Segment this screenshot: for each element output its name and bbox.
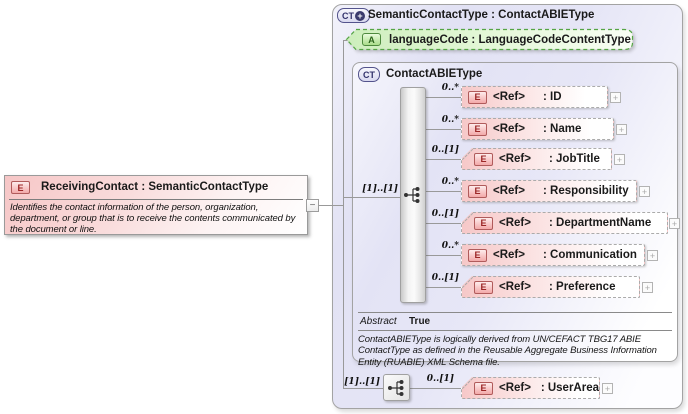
element-icon: E — [474, 381, 493, 395]
basetype-title: ContactABIEType — [386, 68, 483, 80]
expand-icon[interactable]: + — [602, 383, 613, 394]
element-icon: E — [474, 280, 493, 294]
cardinality-label: 0..* — [441, 177, 459, 187]
sequence-icon — [387, 379, 403, 396]
divider — [358, 330, 672, 331]
element-icon: E — [474, 216, 493, 230]
attribute-outline — [345, 28, 634, 51]
element-icon: E — [468, 122, 487, 136]
expand-icon[interactable]: + — [614, 154, 625, 165]
expand-icon[interactable]: + — [669, 218, 680, 229]
element-name: : ID — [543, 91, 562, 103]
sequence-icon — [404, 187, 420, 203]
abstract-value: True — [409, 316, 431, 327]
cardinality-label: 0..* — [441, 115, 459, 125]
element-tag: <Ref> — [499, 382, 531, 394]
element-icon: E — [468, 184, 487, 198]
expand-icon[interactable]: + — [642, 282, 653, 293]
expand-icon[interactable]: + — [616, 124, 627, 135]
expand-icon[interactable]: + — [610, 92, 621, 103]
complextype-badge-label: CT — [363, 69, 375, 80]
element-tag: <Ref> — [493, 249, 525, 261]
element-tag: <Ref> — [493, 185, 525, 197]
source-element-title: ReceivingContact : SemanticContactType — [41, 181, 269, 193]
cardinality-label: 0..[1] — [426, 374, 454, 384]
expand-icon[interactable]: + — [647, 250, 658, 261]
element-node-departmentname[interactable]: E <Ref> : DepartmentName — [461, 212, 668, 234]
sequence-compositor[interactable] — [400, 87, 426, 303]
element-name: : DepartmentName — [549, 217, 652, 229]
basetype-note: ContactABIEType is logically derived fro… — [358, 334, 657, 368]
sequence-compositor-bottom[interactable] — [383, 374, 410, 401]
cardinality-label: 0..* — [441, 241, 459, 251]
element-icon: E — [11, 181, 30, 194]
element-name: : UserArea — [540, 382, 599, 394]
plus-circle-icon: + — [355, 10, 365, 21]
complextype-plus-icon: CT + — [337, 8, 370, 23]
source-element-description: Identifies the contact information of th… — [10, 202, 296, 235]
element-name: : Responsibility — [543, 185, 629, 197]
divider — [9, 199, 303, 200]
element-node-userarea[interactable]: E <Ref> : UserArea — [461, 377, 600, 399]
attribute-icon: A — [362, 33, 381, 46]
abstract-label: Abstract — [360, 316, 397, 327]
element-icon: E — [468, 248, 487, 262]
attribute-label: languageCode : LanguageCodeContentType — [389, 33, 631, 46]
element-tag: <Ref> — [499, 153, 531, 165]
type-panel-title: SemanticContactType : ContactABIEType — [368, 9, 595, 21]
element-icon: E — [468, 90, 487, 104]
source-element-node[interactable]: E ReceivingContact : SemanticContactType… — [4, 175, 308, 235]
element-node-communication[interactable]: E <Ref> : Communication — [461, 244, 645, 266]
collapse-toggle-icon[interactable]: − — [306, 199, 319, 212]
cardinality-label: [1]..[1] — [344, 377, 380, 387]
complextype-badge-label: CT — [342, 10, 354, 21]
element-node-preference[interactable]: E <Ref> : Preference — [461, 276, 640, 298]
cardinality-label: 0..[1] — [431, 209, 459, 219]
attribute-node-languagecode[interactable]: A languageCode : LanguageCodeContentType — [345, 28, 634, 51]
element-node-name[interactable]: E <Ref> : Name — [461, 118, 614, 140]
expand-icon[interactable]: + — [639, 186, 650, 197]
element-node-jobtitle[interactable]: E <Ref> : JobTitle — [461, 148, 612, 170]
element-node-responsibility[interactable]: E <Ref> : Responsibility — [461, 180, 637, 202]
element-tag: <Ref> — [493, 123, 525, 135]
element-node-id[interactable]: E <Ref> : ID — [461, 86, 608, 108]
element-name: : Preference — [549, 281, 616, 293]
element-tag: <Ref> — [493, 91, 525, 103]
element-name: : Communication — [543, 249, 637, 261]
complextype-icon: CT — [358, 67, 380, 82]
element-tag: <Ref> — [499, 281, 531, 293]
element-name: : JobTitle — [549, 153, 600, 165]
cardinality-label: 0..* — [441, 83, 459, 93]
element-icon: E — [474, 152, 493, 166]
cardinality-label: [1]..[1] — [362, 184, 398, 194]
cardinality-label: 0..[1] — [431, 145, 459, 155]
element-name: : Name — [543, 123, 582, 135]
divider — [358, 312, 672, 313]
cardinality-label: 0..[1] — [431, 273, 459, 283]
element-tag: <Ref> — [499, 217, 531, 229]
